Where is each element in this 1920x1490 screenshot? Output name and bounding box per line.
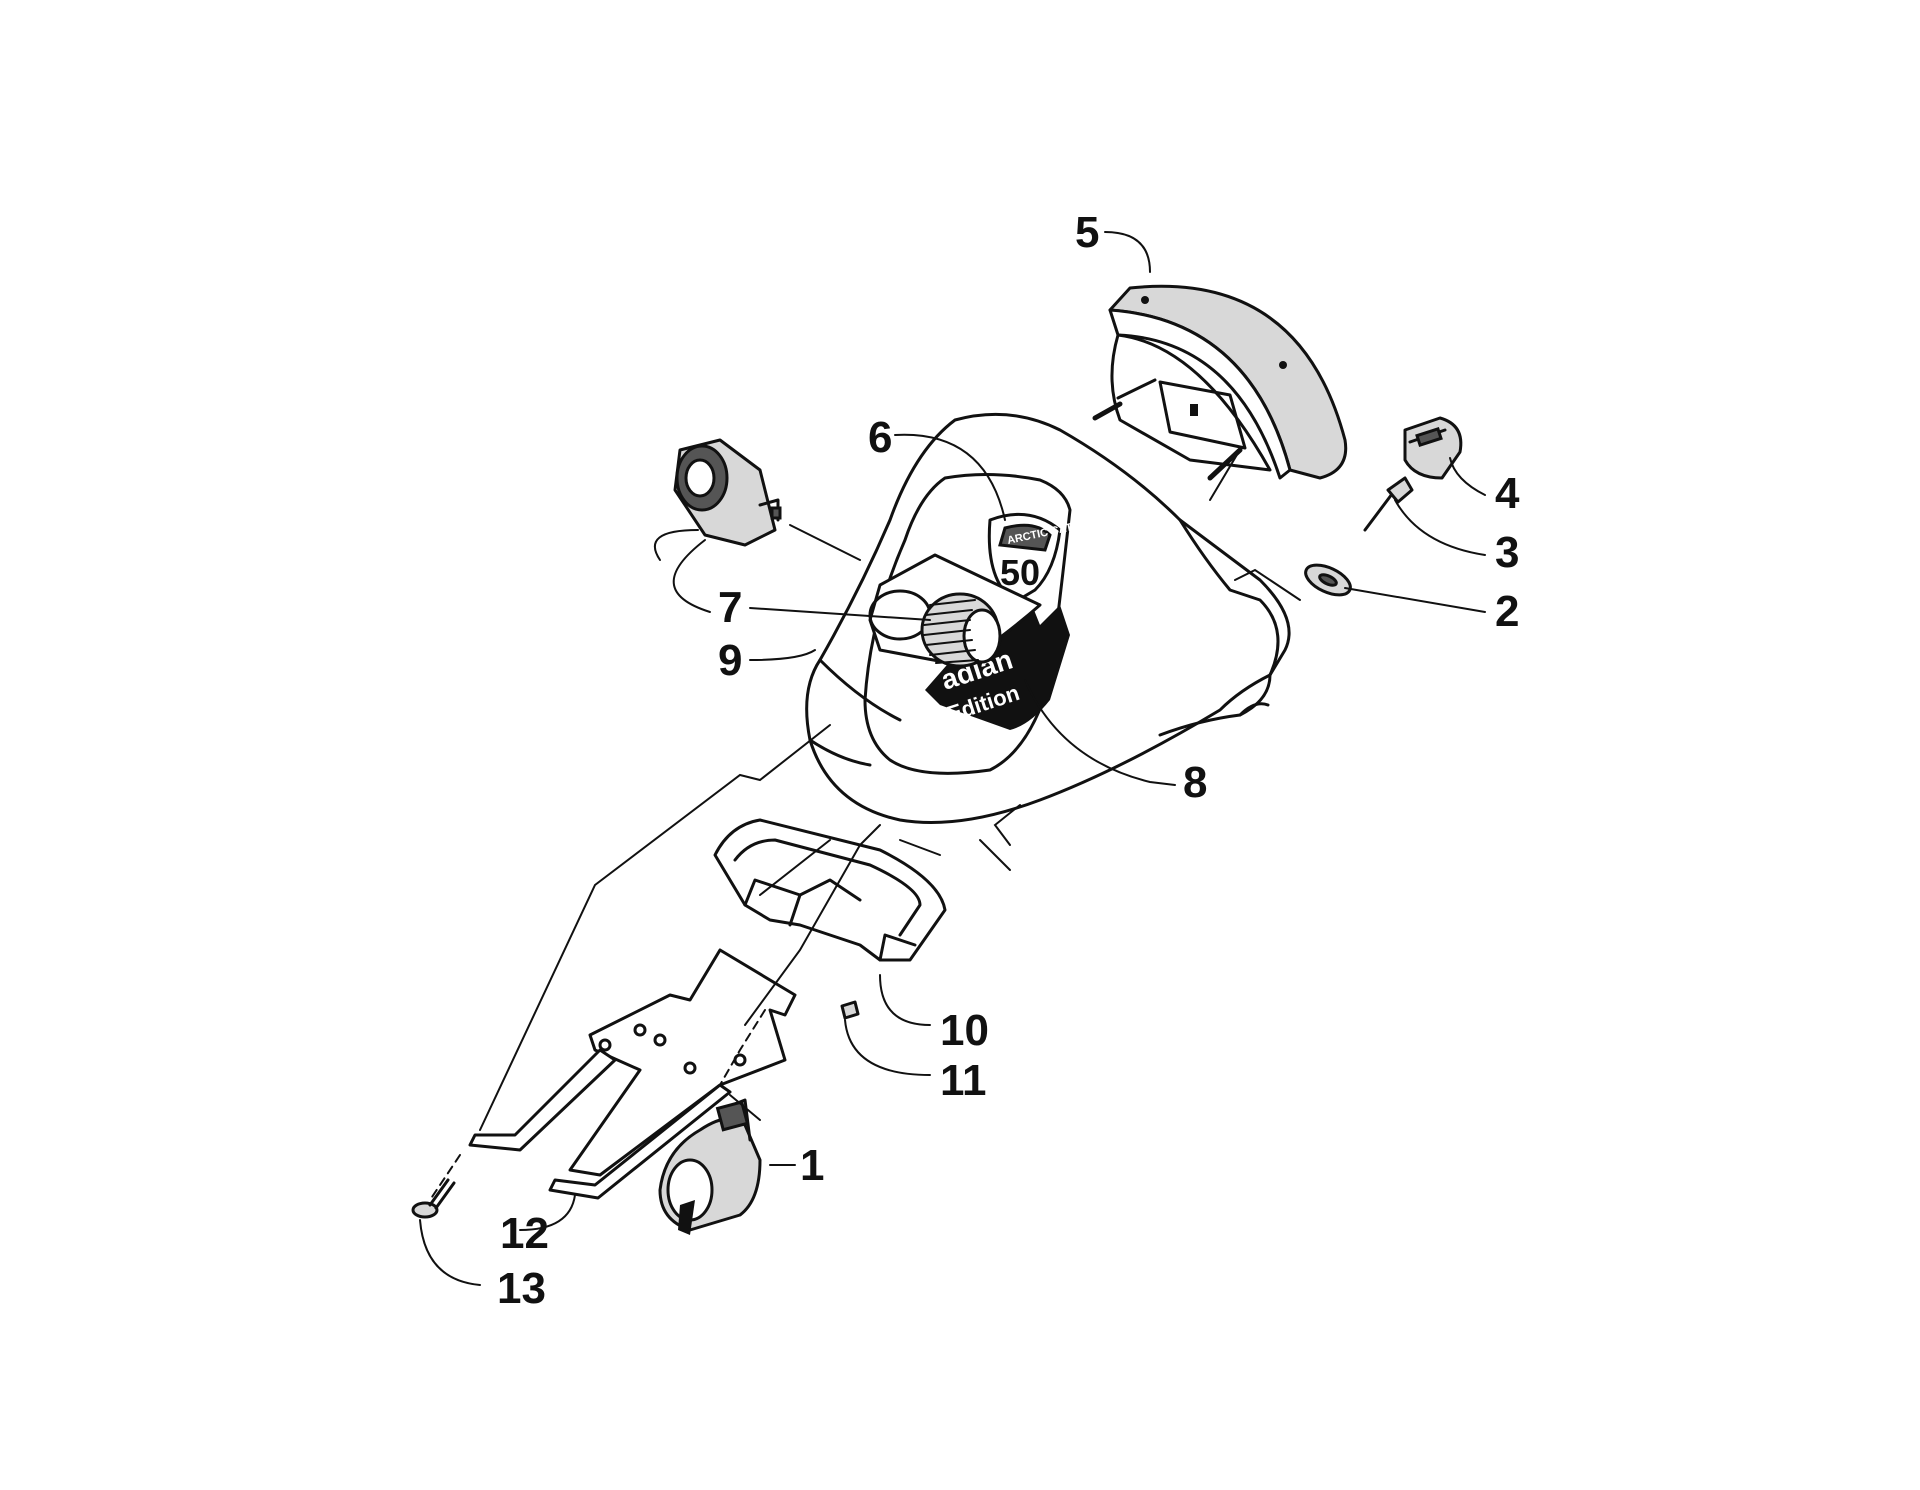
callout-1: 1 — [800, 1141, 824, 1190]
part-6-shield-decal: ARCTIC CAT 50 — [987, 512, 1074, 604]
part-5-gauge — [1092, 284, 1348, 481]
part-7-knurled-nut — [920, 592, 1002, 668]
callout-2: 2 — [1495, 587, 1519, 636]
callouts: 5 6 4 3 2 7 9 8 10 11 1 12 13 — [497, 208, 1520, 1313]
part-13-rivet — [411, 1178, 456, 1219]
decal-number-text: 50 — [1000, 552, 1040, 593]
leader-lines — [419, 231, 1486, 1286]
callout-6: 6 — [868, 413, 892, 462]
callout-8: 8 — [1183, 758, 1207, 807]
callout-12: 12 — [500, 1209, 549, 1258]
part-3-key — [1363, 476, 1414, 532]
callout-3: 3 — [1495, 528, 1519, 577]
part-2-grommet — [1304, 563, 1352, 597]
callout-7: 7 — [718, 583, 742, 632]
callout-5: 5 — [1075, 208, 1099, 257]
part-10-trim-frame — [713, 818, 947, 962]
power-outlet — [673, 438, 782, 547]
part-12-bracket — [468, 948, 797, 1200]
callout-9: 9 — [718, 636, 742, 685]
callout-4: 4 — [1495, 469, 1520, 518]
part-4-key-cap — [1403, 416, 1463, 480]
callout-10: 10 — [940, 1006, 989, 1055]
callout-13: 13 — [497, 1264, 546, 1313]
part-11-clip — [840, 1000, 860, 1020]
part-1-switch — [658, 1098, 762, 1235]
callout-11: 11 — [940, 1056, 987, 1105]
